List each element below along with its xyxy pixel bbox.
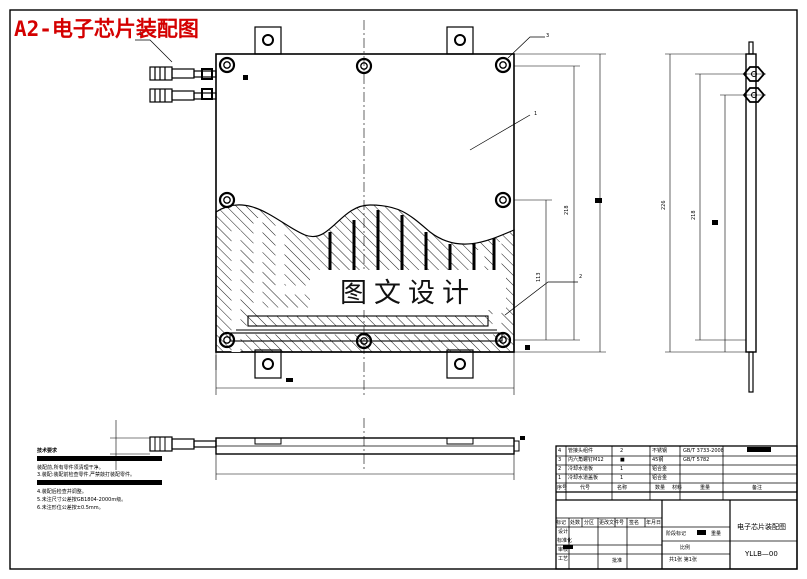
bom-qty: 2 [620,448,624,454]
bom-qty: 1 [620,475,624,481]
bom-qty: 1 [620,466,624,472]
dim-side-height: 226 [661,200,667,210]
drawing-code: YLLB—00 [745,550,778,558]
rev-header: 年月日 [646,520,662,526]
mounting-tab [446,26,474,55]
rev-header: 更改文件号 [599,520,625,526]
drawing-title: A2-电子芯片装配图 [14,17,199,41]
bom-header: 数量 [655,485,666,491]
bom-header: 备注 [752,485,763,491]
note-line: 5.未注尺寸公差按GB1804-2000m级。 [37,496,127,503]
front-view: 4 218 113 [135,20,606,470]
bom-header: 材料 [672,485,683,491]
bom-name: 管接头组件 [568,448,594,454]
bom-header: 代号 [580,485,591,491]
note-line: 4.装配后检查并调整。 [37,488,87,495]
bom-name: 冷却水道板 [568,466,594,472]
bom-no: 1 [558,475,562,481]
rev-header: 标记 [556,520,567,526]
part-number-4: 4 [138,31,142,38]
row-label-approve: 批准 [612,558,623,564]
part-number-2: 2 [579,274,583,280]
bolt-icon [218,191,236,209]
bolt-icon [494,191,512,209]
bom-std: GB/T 3733-2008 [683,448,724,454]
bom-header: 序号 [557,485,568,491]
mounting-tab [446,349,474,379]
bom-header: 名称 [617,485,628,491]
weight-label: 重量 [711,531,722,537]
dim-height-half: 113 [536,272,542,282]
mounting-tab [254,26,282,55]
note-line: 3.装配:装配前检查零件,严禁敲打装配零件。 [37,472,136,479]
note-line: 6.未注形位公差按±0.5mm。 [37,504,104,511]
title-block [555,445,798,570]
bom-header: 重量 [700,485,711,491]
scale-label: 比例 [680,545,691,551]
row-label-review: 审核 [558,547,569,553]
bom-no: 4 [558,448,562,454]
redacted-bar [37,455,162,461]
sheet-info: 共1张 第1张 [669,557,697,563]
bom-name: 内六角螺钉M12 [568,457,604,463]
bom-qty: ■ [620,457,625,463]
bom-no: 2 [558,466,562,472]
bom-name: 冷却水道盖板 [568,475,599,481]
watermark-label: 图文设计 [310,270,506,310]
notes-heading: 技术要求 [37,448,58,454]
row-label-process: 工艺 [558,556,569,562]
part-number-1: 1 [534,111,538,117]
bom-material: 铝合金 [652,475,668,481]
bom-std: GB/T 5782 [683,457,710,463]
part-number-3: 3 [546,33,550,39]
bom-material: 铝合金 [652,466,668,472]
side-view [665,41,766,393]
technical-notes: 技术要求 装配前,所有零件须清理干净。 3.装配:装配前检查零件,严禁敲打装配零… [37,448,162,512]
bolt-icon [494,56,512,74]
pipe-fitting [149,66,217,103]
rev-header: 处数 [570,520,581,526]
bom-material: 不锈钢 [652,448,668,454]
inner-border [9,9,798,570]
bottom-view [110,420,525,480]
row-label-design: 设计 [558,529,569,535]
bolt-icon [218,56,236,74]
note-line: 装配前,所有零件须清理干净。 [37,464,104,471]
bom-material: 45钢 [652,457,664,463]
dim-height-main: 218 [564,205,570,215]
mounting-tab [254,349,282,379]
drawing-name: 电子芯片装配图 [737,523,786,531]
stage-label: 阶段标记 [666,531,687,537]
row-label-standard: 标准化 [557,538,573,544]
bom-no: 3 [558,457,562,463]
dim-side-inner: 218 [691,210,697,220]
rev-header: 分区 [584,520,595,526]
redacted-bar [37,480,162,486]
rev-header: 签名 [629,520,640,526]
cooling-channel [275,225,310,295]
